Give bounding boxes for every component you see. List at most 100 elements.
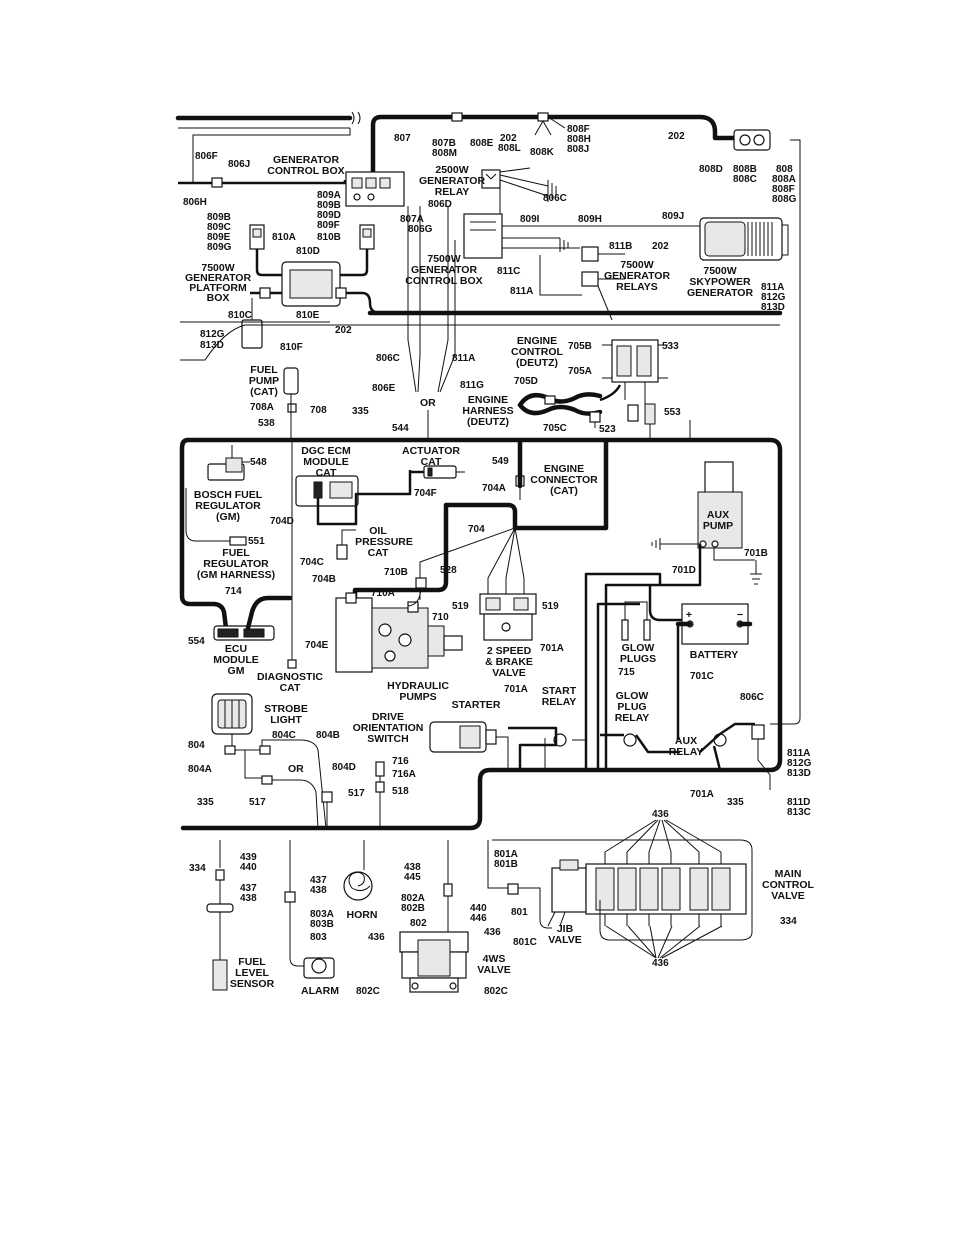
- label-436-bottom: 436: [652, 958, 669, 969]
- label-809j: 809J: [662, 211, 684, 222]
- main-control-valve-label-1: MAIN: [775, 868, 802, 880]
- label-809a: 809A: [317, 190, 341, 201]
- label-802c-left: 802C: [356, 986, 380, 997]
- label-803a: 803A: [310, 909, 334, 920]
- relays-7500-label-2: GENERATOR: [604, 270, 671, 282]
- label-517-left: 517: [249, 797, 266, 808]
- main-harness: [179, 437, 783, 831]
- dgc-ecm-module: [295, 475, 359, 507]
- label-701c: 701C: [690, 671, 714, 682]
- aux-relay-label-1: AUX: [675, 735, 697, 747]
- label-807b: 807B: [432, 138, 456, 149]
- label-806c-top: 806C: [543, 193, 567, 204]
- label-or-low: OR: [288, 763, 304, 775]
- label-705a: 705A: [568, 366, 592, 377]
- label-704e: 704E: [305, 640, 329, 651]
- label-438-right: 438: [404, 862, 421, 873]
- wire-811a-bundle: [770, 139, 801, 725]
- label-804: 804: [188, 740, 205, 751]
- starter: [429, 721, 497, 753]
- engine-connector-label-3: (CAT): [550, 485, 578, 497]
- hydraulic-label-1: HYDRAULIC: [387, 680, 449, 692]
- label-437-left: 437: [240, 883, 257, 894]
- engine-control-label-1: ENGINE: [517, 335, 557, 347]
- label-202-top: 202: [500, 133, 517, 144]
- dgc-label-1: DGC ECM: [301, 445, 351, 457]
- connector-808-plug: [733, 129, 771, 151]
- label-802a: 802A: [401, 893, 425, 904]
- hydraulic-pumps: [335, 592, 463, 673]
- aux-pump: [697, 461, 743, 549]
- fuel-level-label-1: FUEL: [238, 956, 266, 968]
- connector-710b: [415, 577, 427, 589]
- label-802b: 802B: [401, 903, 425, 914]
- label-811b: 811B: [609, 241, 632, 252]
- relay-2500-label-3: RELAY: [435, 186, 470, 198]
- label-808k: 808K: [530, 147, 555, 158]
- label-808e: 808E: [470, 138, 494, 149]
- control-box-7500w: [463, 213, 700, 259]
- label-808l: 808L: [498, 143, 521, 154]
- hydraulic-label-2: PUMPS: [399, 691, 436, 703]
- label-803: 803: [310, 932, 327, 943]
- label-809b-left: 809B: [207, 212, 231, 223]
- label-202-gen: 202: [652, 241, 669, 252]
- label-811a-gen: 811A: [510, 286, 533, 297]
- label-708: 708: [310, 405, 327, 416]
- engine-harness-label-3: (DEUTZ): [467, 416, 509, 428]
- connector-807b: [451, 112, 463, 122]
- start-relay-label-1: START: [542, 685, 577, 697]
- label-548: 548: [250, 457, 267, 468]
- label-334-right: 334: [780, 916, 797, 927]
- label-808a: 808A: [772, 174, 796, 185]
- label-811c: 811C: [497, 266, 520, 277]
- label-704: 704: [468, 524, 485, 535]
- drive-switch-label-3: SWITCH: [367, 733, 408, 745]
- fuel-level-label-3: SENSOR: [230, 978, 275, 990]
- label-or-top: OR: [420, 397, 436, 409]
- oil-pressure-cat: [336, 529, 356, 560]
- actuator-cat: [410, 465, 465, 479]
- strobe-label-1: STROBE: [264, 703, 308, 715]
- label-809d: 809D: [317, 210, 341, 221]
- label-809g: 809G: [207, 242, 232, 253]
- label-804a: 804A: [188, 764, 212, 775]
- skypower-label-3: GENERATOR: [687, 287, 754, 299]
- glow-plugs-label-1: GLOW: [622, 642, 655, 654]
- label-808f: 808F: [567, 124, 590, 135]
- label-809b: 809B: [317, 200, 341, 211]
- dgc-label-2: MODULE: [303, 456, 349, 468]
- starter-label: STARTER: [452, 699, 501, 711]
- two-speed-brake-valve: [479, 593, 537, 641]
- platform-switch-left: [249, 224, 265, 250]
- engine-harness-label-1: ENGINE: [468, 394, 508, 406]
- glow-plug-relay: [600, 733, 680, 754]
- fuel-regulator-label-3: (GM HARNESS): [197, 569, 275, 581]
- platform-box-label-1: 7500W: [201, 262, 234, 274]
- main-control-valve-label-3: VALVE: [771, 890, 804, 902]
- label-808j: 808J: [567, 144, 589, 155]
- fuel-pump-cat: [283, 367, 299, 440]
- aux-relay-label-2: RELAY: [669, 746, 704, 758]
- label-437-mid: 437: [310, 875, 327, 886]
- label-811a-mid: 811A: [452, 353, 475, 364]
- connector-810c: [259, 287, 271, 299]
- four-ws-label-2: VALVE: [477, 964, 510, 976]
- alarm-label: ALARM: [301, 985, 339, 997]
- fuel-regulator-label-2: REGULATOR: [203, 558, 269, 570]
- label-528: 528: [440, 565, 457, 576]
- relays-7500w: [539, 246, 625, 321]
- platform-box-label-2: GENERATOR: [185, 272, 252, 284]
- actuator-label-1: ACTUATOR: [402, 445, 460, 457]
- label-811g: 811G: [460, 380, 484, 391]
- fuel-level-label-2: LEVEL: [235, 967, 269, 979]
- label-716: 716: [392, 756, 409, 767]
- oil-pressure-label-3: CAT: [368, 547, 389, 559]
- dgc-label-3: CAT: [316, 467, 337, 479]
- label-553: 553: [664, 407, 681, 418]
- label-439: 439: [240, 852, 257, 863]
- component-labels: GENERATOR CONTROL BOX 2500W GENERATOR RE…: [185, 154, 815, 997]
- jib-valve-label-2: VALVE: [548, 934, 581, 946]
- label-202-plat: 202: [335, 325, 352, 336]
- label-813c: 813C: [787, 807, 811, 818]
